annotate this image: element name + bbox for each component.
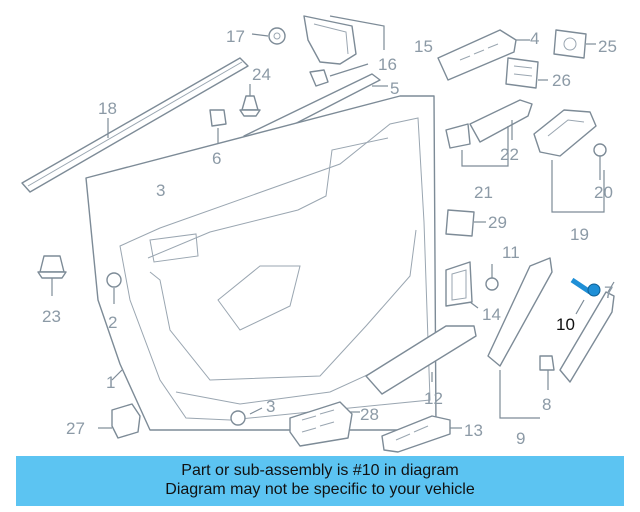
part-14-pull-cup[interactable] (445, 261, 479, 309)
part-2-clip[interactable] (106, 272, 122, 304)
label-23: 23 (42, 307, 61, 326)
part-20-screw[interactable] (593, 143, 607, 180)
label-4: 4 (530, 29, 539, 48)
label-22: 22 (500, 145, 519, 164)
label-2: 2 (108, 313, 117, 332)
label-24: 24 (252, 65, 271, 84)
label-26: 26 (552, 71, 571, 90)
part-8-clip[interactable] (539, 355, 555, 390)
part-15-mirror-cover[interactable] (303, 15, 385, 65)
part-13-switch-panel[interactable] (381, 415, 462, 453)
label-1: 1 (106, 373, 115, 392)
part-27-bracket[interactable] (98, 403, 141, 439)
part-29-switch[interactable] (445, 209, 486, 237)
part-6-clip[interactable] (209, 109, 227, 146)
part-7-trim-strip[interactable] (559, 281, 615, 383)
label-15: 15 (414, 37, 433, 56)
banner-line-2: Diagram may not be specific to your vehi… (165, 481, 475, 498)
label-13: 13 (464, 421, 483, 440)
label-5: 5 (390, 79, 399, 98)
part-1-door-trim-panel[interactable] (85, 95, 437, 431)
part-24-push-clip[interactable] (239, 84, 261, 117)
label-20: 20 (594, 183, 613, 202)
label-7: 7 (604, 283, 613, 302)
part-16-clip[interactable] (309, 63, 369, 87)
part-9-armrest-trim[interactable] (487, 257, 553, 419)
part-3-screw-lower[interactable] (230, 407, 263, 426)
part-28-switch-panel[interactable] (289, 401, 360, 447)
label-3-upper: 3 (156, 181, 165, 200)
part-21-handle-bezel[interactable] (445, 123, 509, 167)
label-6: 6 (212, 149, 221, 168)
label-14: 14 (482, 305, 501, 324)
label-27: 27 (66, 419, 85, 438)
label-18: 18 (98, 99, 117, 118)
label-12: 12 (424, 389, 443, 408)
part-25-switch[interactable] (553, 29, 596, 59)
part-12-lower-trim[interactable] (365, 325, 477, 395)
label-28: 28 (360, 405, 379, 424)
label-10-highlighted: 10 (556, 315, 575, 334)
label-29: 29 (488, 213, 507, 232)
label-9: 9 (516, 429, 525, 448)
label-16: 16 (378, 55, 397, 74)
label-19: 19 (570, 225, 589, 244)
part-10-screw-highlighted[interactable] (570, 277, 601, 315)
label-25: 25 (598, 37, 617, 56)
part-11-screw[interactable] (485, 264, 499, 291)
part-23-clip[interactable] (37, 255, 67, 296)
part-17-clip[interactable] (251, 27, 286, 45)
door-panel-parts-diagram: 17 15 16 5 4 25 26 18 24 6 22 3 21 20 19… (21, 15, 617, 453)
label-8: 8 (542, 395, 551, 414)
info-banner: Part or sub-assembly is #10 in diagram D… (16, 456, 624, 506)
label-3-lower: 3 (266, 397, 275, 416)
part-4-window-switch[interactable] (437, 29, 530, 81)
label-11: 11 (502, 243, 520, 262)
part-19-handle-housing[interactable] (533, 109, 605, 213)
banner-line-1: Part or sub-assembly is #10 in diagram (181, 462, 459, 479)
label-21: 21 (474, 183, 493, 202)
part-18-molding-strip[interactable] (21, 57, 249, 193)
part-22-inside-handle[interactable] (469, 99, 533, 143)
label-17: 17 (226, 27, 245, 46)
part-26-switch[interactable] (505, 57, 548, 89)
